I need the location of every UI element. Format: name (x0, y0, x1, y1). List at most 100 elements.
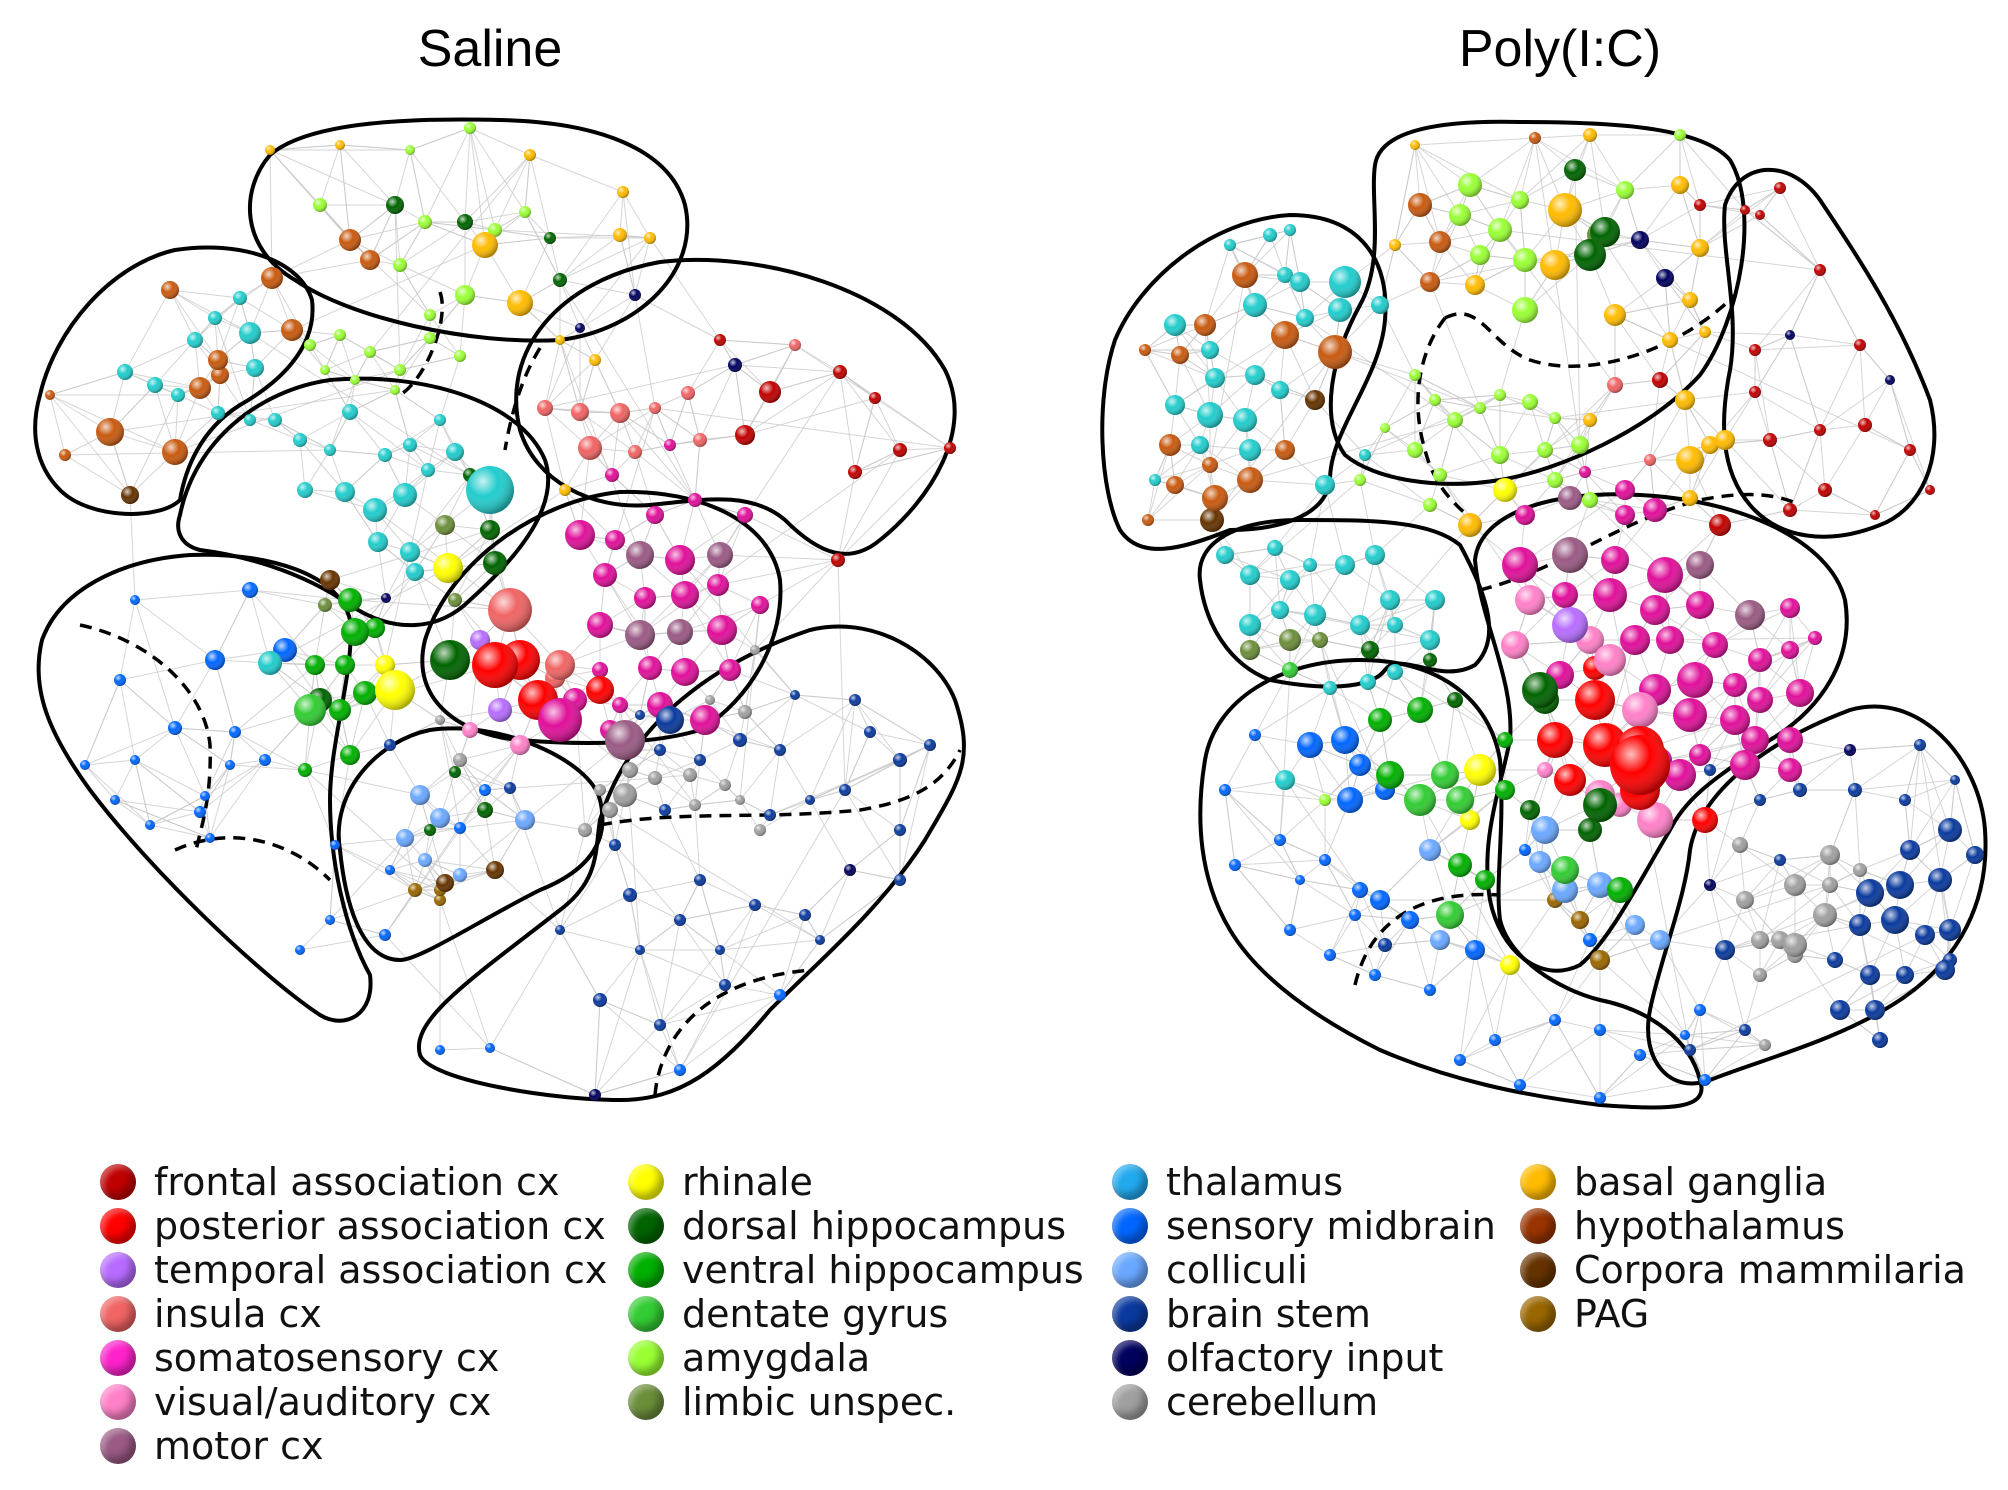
edge (611, 474, 656, 516)
edge (174, 727, 231, 766)
edge (369, 154, 531, 353)
edge (1789, 269, 1821, 336)
edge (389, 869, 441, 891)
edge (804, 869, 851, 916)
edge (594, 999, 601, 1096)
node-shading (408, 883, 422, 897)
edge (1414, 137, 1536, 146)
node-shading (764, 809, 776, 821)
node-shading (719, 779, 731, 791)
node-shading (664, 439, 676, 451)
node-shading (635, 710, 645, 720)
edge (1519, 1029, 1601, 1086)
node-shading (594, 784, 606, 796)
node-shading (205, 833, 215, 843)
edge (334, 844, 391, 871)
node-shading (1950, 775, 1960, 785)
edge (134, 599, 176, 729)
edge (1659, 331, 1706, 381)
node-shading (454, 350, 466, 362)
edge (1614, 314, 1661, 381)
edge (1364, 449, 1416, 456)
edge (559, 929, 641, 951)
edge (649, 237, 721, 341)
edge (1699, 214, 1761, 249)
node-shading (605, 468, 619, 482)
saline-module-outlines (33, 117, 966, 1103)
legend-item: colliculi (1112, 1248, 1308, 1292)
edge (664, 809, 701, 881)
edge (249, 589, 271, 664)
edge (869, 731, 931, 746)
legend-label: olfactory input (1166, 1336, 1444, 1380)
node-shading (1549, 412, 1561, 424)
node-shading (893, 443, 907, 457)
edge (1359, 554, 1376, 626)
edge (719, 949, 781, 996)
edge (629, 894, 641, 951)
edge (1154, 444, 1201, 481)
edge (1209, 274, 1246, 466)
node-shading (448, 593, 462, 607)
node-shading (1579, 466, 1591, 478)
edge (1789, 334, 1821, 431)
node-shading (208, 350, 228, 370)
edge (599, 999, 681, 1071)
node-shading (1488, 218, 1512, 242)
edge (334, 837, 406, 846)
edge (1204, 324, 1211, 416)
node-shading (117, 364, 133, 380)
edge (1414, 374, 1481, 409)
edge (687, 339, 721, 394)
edge (594, 949, 641, 1096)
node-shading (1329, 266, 1361, 298)
node-shading (751, 596, 769, 614)
edge (409, 149, 426, 223)
edge (544, 327, 581, 409)
node-shading (1408, 193, 1432, 217)
edge (849, 869, 901, 881)
edge (124, 339, 196, 373)
legend-item: motor cx (100, 1424, 324, 1468)
edge (559, 339, 596, 361)
legend-label: thalamus (1166, 1160, 1344, 1204)
edge (1329, 954, 1376, 976)
node-shading (305, 655, 325, 675)
edge (149, 811, 201, 826)
node-shading (649, 402, 661, 414)
node-shading (538, 698, 582, 742)
node-shading (472, 642, 518, 688)
node-shading (1352, 882, 1368, 898)
edge (1459, 1039, 1496, 1061)
edge (469, 127, 486, 246)
edge (299, 439, 306, 491)
edge (1379, 244, 1396, 306)
node-shading (1786, 679, 1814, 707)
node-shading (707, 615, 737, 645)
legend-label: colliculi (1166, 1248, 1308, 1292)
node-shading (457, 214, 473, 230)
node-shading (1376, 761, 1404, 789)
edge (734, 344, 796, 366)
edge (169, 289, 251, 334)
node-shading (208, 311, 222, 325)
edge (1874, 449, 1911, 516)
node-shading (396, 829, 414, 847)
node-shading (689, 799, 701, 811)
saline-nodes (45, 122, 956, 1101)
edge (1224, 789, 1281, 841)
edge (1224, 789, 1236, 866)
node-shading (1205, 368, 1225, 388)
edge (1954, 779, 1976, 856)
edge (384, 419, 441, 456)
edge (1739, 844, 1746, 901)
edge (1599, 939, 1661, 961)
edge (427, 469, 471, 476)
edge (1211, 351, 1336, 521)
edge (299, 439, 346, 493)
edge (659, 749, 701, 761)
edge (1639, 1054, 1706, 1081)
edge (1434, 399, 1481, 409)
edge (1174, 334, 1286, 406)
node-shading (1407, 442, 1423, 458)
